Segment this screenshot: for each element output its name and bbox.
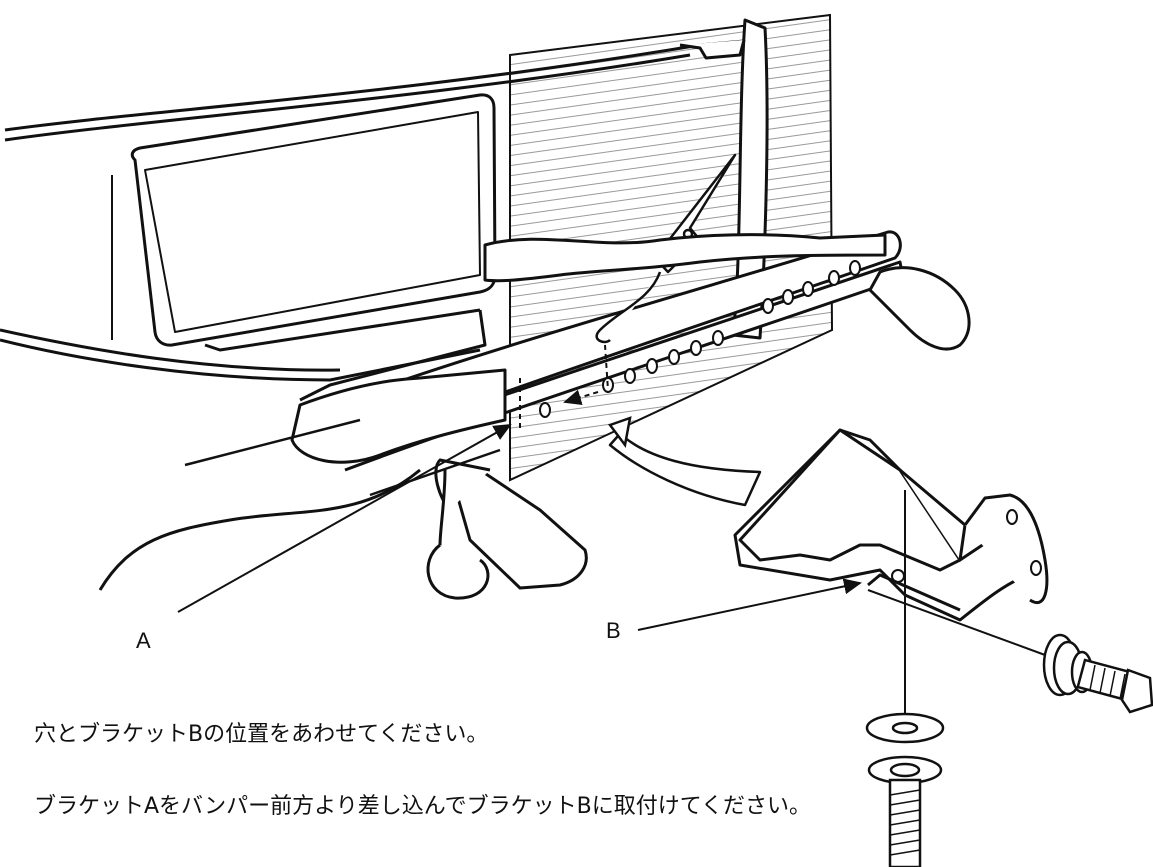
label-a: A: [136, 628, 151, 653]
instruction-step-1: 穴とブラケットBの位置をあわせてください。: [34, 722, 489, 747]
leader-lines: [177, 424, 862, 631]
label-b: B: [606, 618, 621, 643]
insertion-arrow: [607, 416, 762, 507]
fasteners: [865, 490, 1153, 867]
bumper-foam: [290, 233, 971, 464]
leader-line-b: [637, 578, 862, 631]
instruction-step-2: ブラケットAをバンパー前方より差し込んでブラケットBに取付けてください。: [34, 794, 812, 819]
ground-line: [184, 418, 501, 497]
cable-line: [98, 468, 421, 591]
vehicle-body: [0, 38, 756, 402]
lower-frame: [426, 458, 588, 600]
bracket-b: [733, 428, 1049, 622]
leader-line-a: [177, 424, 512, 613]
